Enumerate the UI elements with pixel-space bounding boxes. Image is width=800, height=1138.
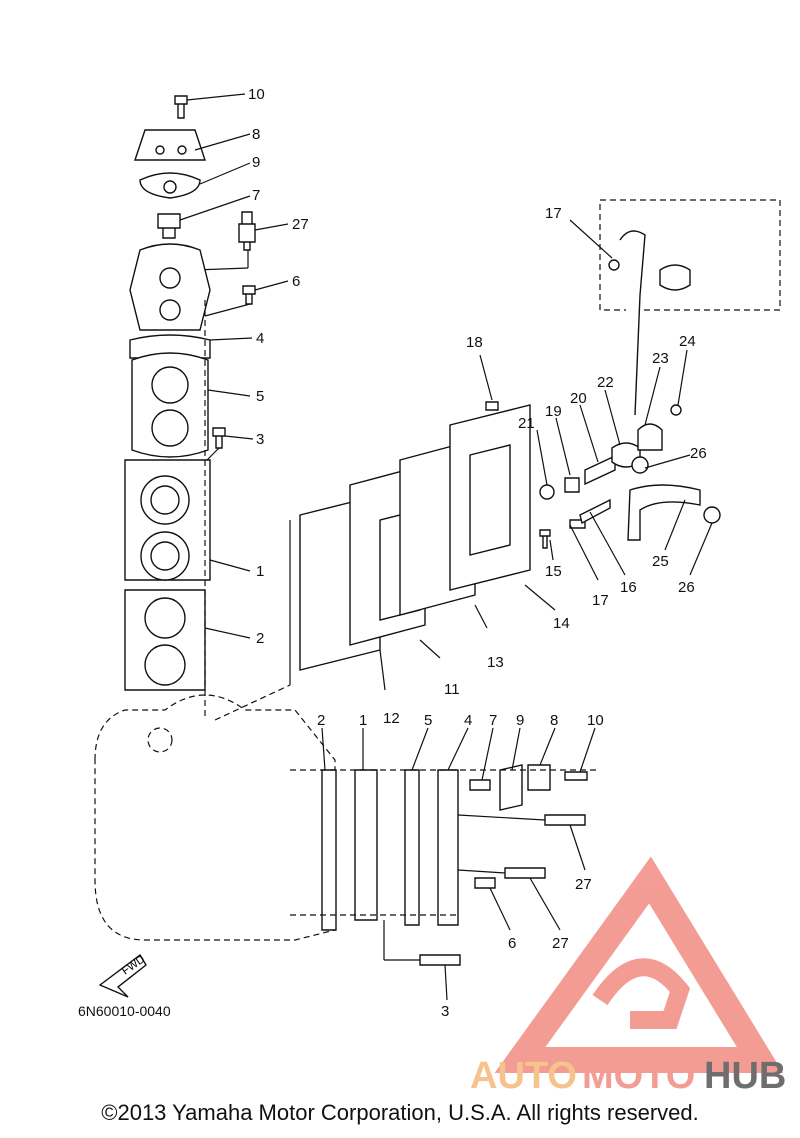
callout-26-upper: 26 [690, 445, 707, 462]
callout-11: 11 [444, 681, 460, 698]
callout-side-2: 2 [317, 712, 325, 729]
callout-2: 2 [256, 630, 264, 647]
lower-side-view [290, 727, 600, 1001]
watermark-hub: HUB [704, 1055, 786, 1097]
watermark-triangle-logo [494, 856, 784, 1073]
spark-plug-27-part [238, 211, 256, 251]
callout-side-8: 8 [550, 712, 558, 729]
callout-20: 20 [570, 390, 587, 407]
bolt-3-part [212, 427, 226, 449]
watermark-moto: MOTO [582, 1055, 695, 1097]
callout-side-27b: 27 [552, 935, 569, 952]
callout-26-lower: 26 [678, 579, 695, 596]
callout-18: 18 [466, 334, 483, 351]
fwd-arrow-icon: FWD [98, 953, 147, 998]
callout-4: 4 [256, 330, 264, 347]
callout-27: 27 [292, 216, 309, 233]
part-code: 6N60010-0040 [78, 1003, 171, 1019]
callout-side-3: 3 [441, 1003, 449, 1020]
callout-6: 6 [292, 273, 300, 290]
callout-21: 21 [518, 415, 535, 432]
automotohub-watermark: AUTO MOTO HUB [470, 856, 786, 1097]
callout-13: 13 [487, 654, 504, 671]
thermostat-assembly [536, 199, 781, 581]
callout-14: 14 [553, 615, 570, 632]
cover-8-part [134, 129, 206, 161]
callout-side-27a: 27 [575, 876, 592, 893]
callout-side-4: 4 [464, 712, 472, 729]
callout-15: 15 [545, 563, 562, 580]
callout-7: 7 [252, 187, 260, 204]
side-head-4-part [437, 769, 459, 926]
callout-19: 19 [545, 403, 562, 420]
callout-side-10: 10 [587, 712, 604, 729]
callout-1: 1 [256, 563, 264, 580]
callout-22: 22 [597, 374, 614, 391]
callout-side-1: 1 [359, 712, 367, 729]
callout-16: 16 [620, 579, 637, 596]
callout-17-top: 17 [545, 205, 562, 222]
side-gasket-2-part [321, 769, 337, 931]
callout-24: 24 [679, 333, 696, 350]
copyright-text: ©2013 Yamaha Motor Corporation, U.S.A. A… [101, 1100, 699, 1125]
callout-8: 8 [252, 126, 260, 143]
callout-side-5: 5 [424, 712, 432, 729]
head-cover-stack [124, 93, 289, 720]
exhaust-cover-assembly [289, 354, 556, 691]
hose-17-part [619, 230, 646, 416]
engine-block-outline [94, 684, 336, 941]
side-gasket-5-part [404, 769, 420, 926]
callout-10: 10 [248, 86, 265, 103]
callout-side-9: 9 [516, 712, 524, 729]
callout-labels: 10 8 9 7 27 6 4 5 3 1 2 17 24 23 22 18 2… [78, 86, 707, 1020]
callout-12: 12 [383, 710, 400, 727]
bolt-6-part [242, 285, 256, 305]
callout-3: 3 [256, 431, 264, 448]
callout-5: 5 [256, 388, 264, 405]
watermark-auto: AUTO [470, 1055, 577, 1097]
callout-side-7: 7 [489, 712, 497, 729]
callout-25: 25 [652, 553, 669, 570]
valve-7-part [157, 213, 181, 239]
callout-23: 23 [652, 350, 669, 367]
callout-9: 9 [252, 154, 260, 171]
callout-17-bottom: 17 [592, 592, 609, 609]
callout-side-6: 6 [508, 935, 516, 952]
bolt-10-part [174, 95, 188, 119]
side-block-1-part [354, 769, 378, 921]
head-gasket-5-part [131, 352, 209, 458]
